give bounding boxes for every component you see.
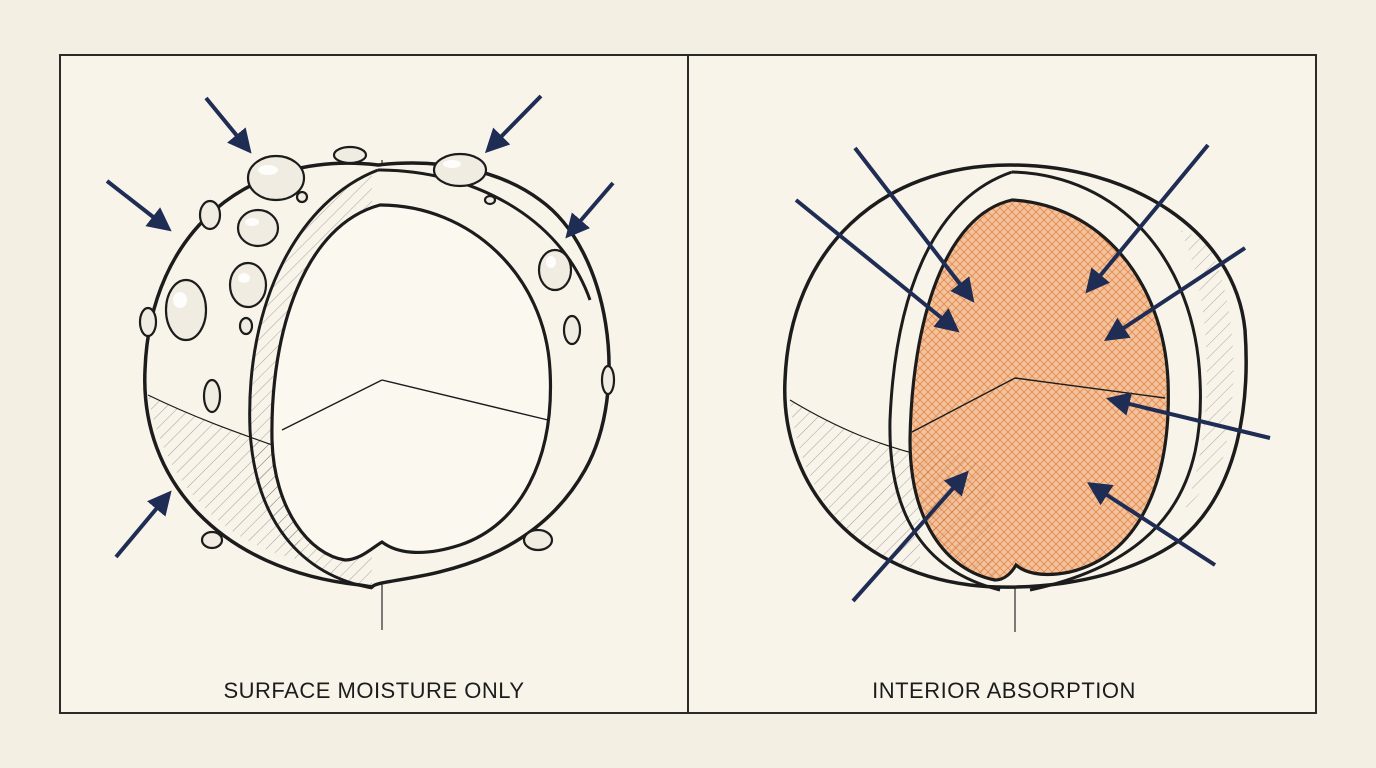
arrow-icon <box>794 143 1271 603</box>
caption-interior-absorption: INTERIOR ABSORPTION <box>872 678 1136 703</box>
left-sphere <box>138 145 616 630</box>
caption-surface-moisture: SURFACE MOISTURE ONLY <box>223 678 525 703</box>
right-sphere <box>783 163 1248 632</box>
arrow-icon <box>105 94 615 559</box>
